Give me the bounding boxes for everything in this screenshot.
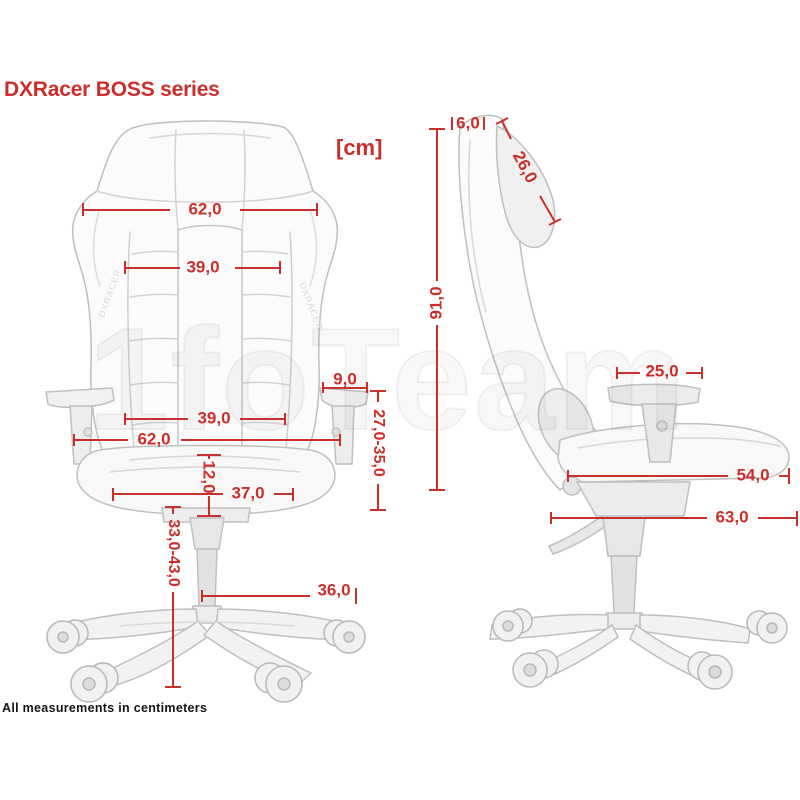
dim-label-backrest-inner-lower: 39,0	[197, 408, 231, 428]
dim-label-base-radius: 36,0	[317, 580, 351, 600]
side-casters	[492, 608, 788, 690]
dim-label-seat-height-range: 33,0-43,0	[165, 519, 182, 587]
dim-label-armrest-pad-width: 9,0	[333, 369, 357, 389]
dim-label-seat-depth: 54,0	[736, 465, 770, 485]
unit-label: [cm]	[336, 135, 383, 160]
dim-label-total-depth: 63,0	[715, 507, 749, 527]
dim-label-headrest-top-width: 6,0	[456, 113, 480, 133]
dim-label-seat-cushion-height: 12,0	[199, 460, 219, 494]
dim-label-armrest-height-range: 27,0-35,0	[370, 409, 387, 477]
page-title: DXRacer BOSS series	[4, 78, 220, 101]
dim-label-backrest-inner-upper: 39,0	[186, 257, 220, 277]
dimline-total-depth	[550, 511, 798, 526]
dim-label-backrest-height: 91,0	[426, 286, 446, 320]
dim-label-backrest-width: 62,0	[188, 199, 222, 219]
watermark-text: 1foTeam	[87, 297, 688, 461]
dim-label-seat-overall-width: 62,0	[137, 429, 171, 449]
dim-label-headrest-length: 26,0	[508, 147, 542, 187]
dim-label-seat-inner-width: 37,0	[231, 483, 265, 503]
dim-label-armrest-pad-length: 25,0	[645, 361, 679, 381]
front-casters	[46, 619, 366, 703]
footnote: All measurements in centimeters	[2, 701, 208, 715]
